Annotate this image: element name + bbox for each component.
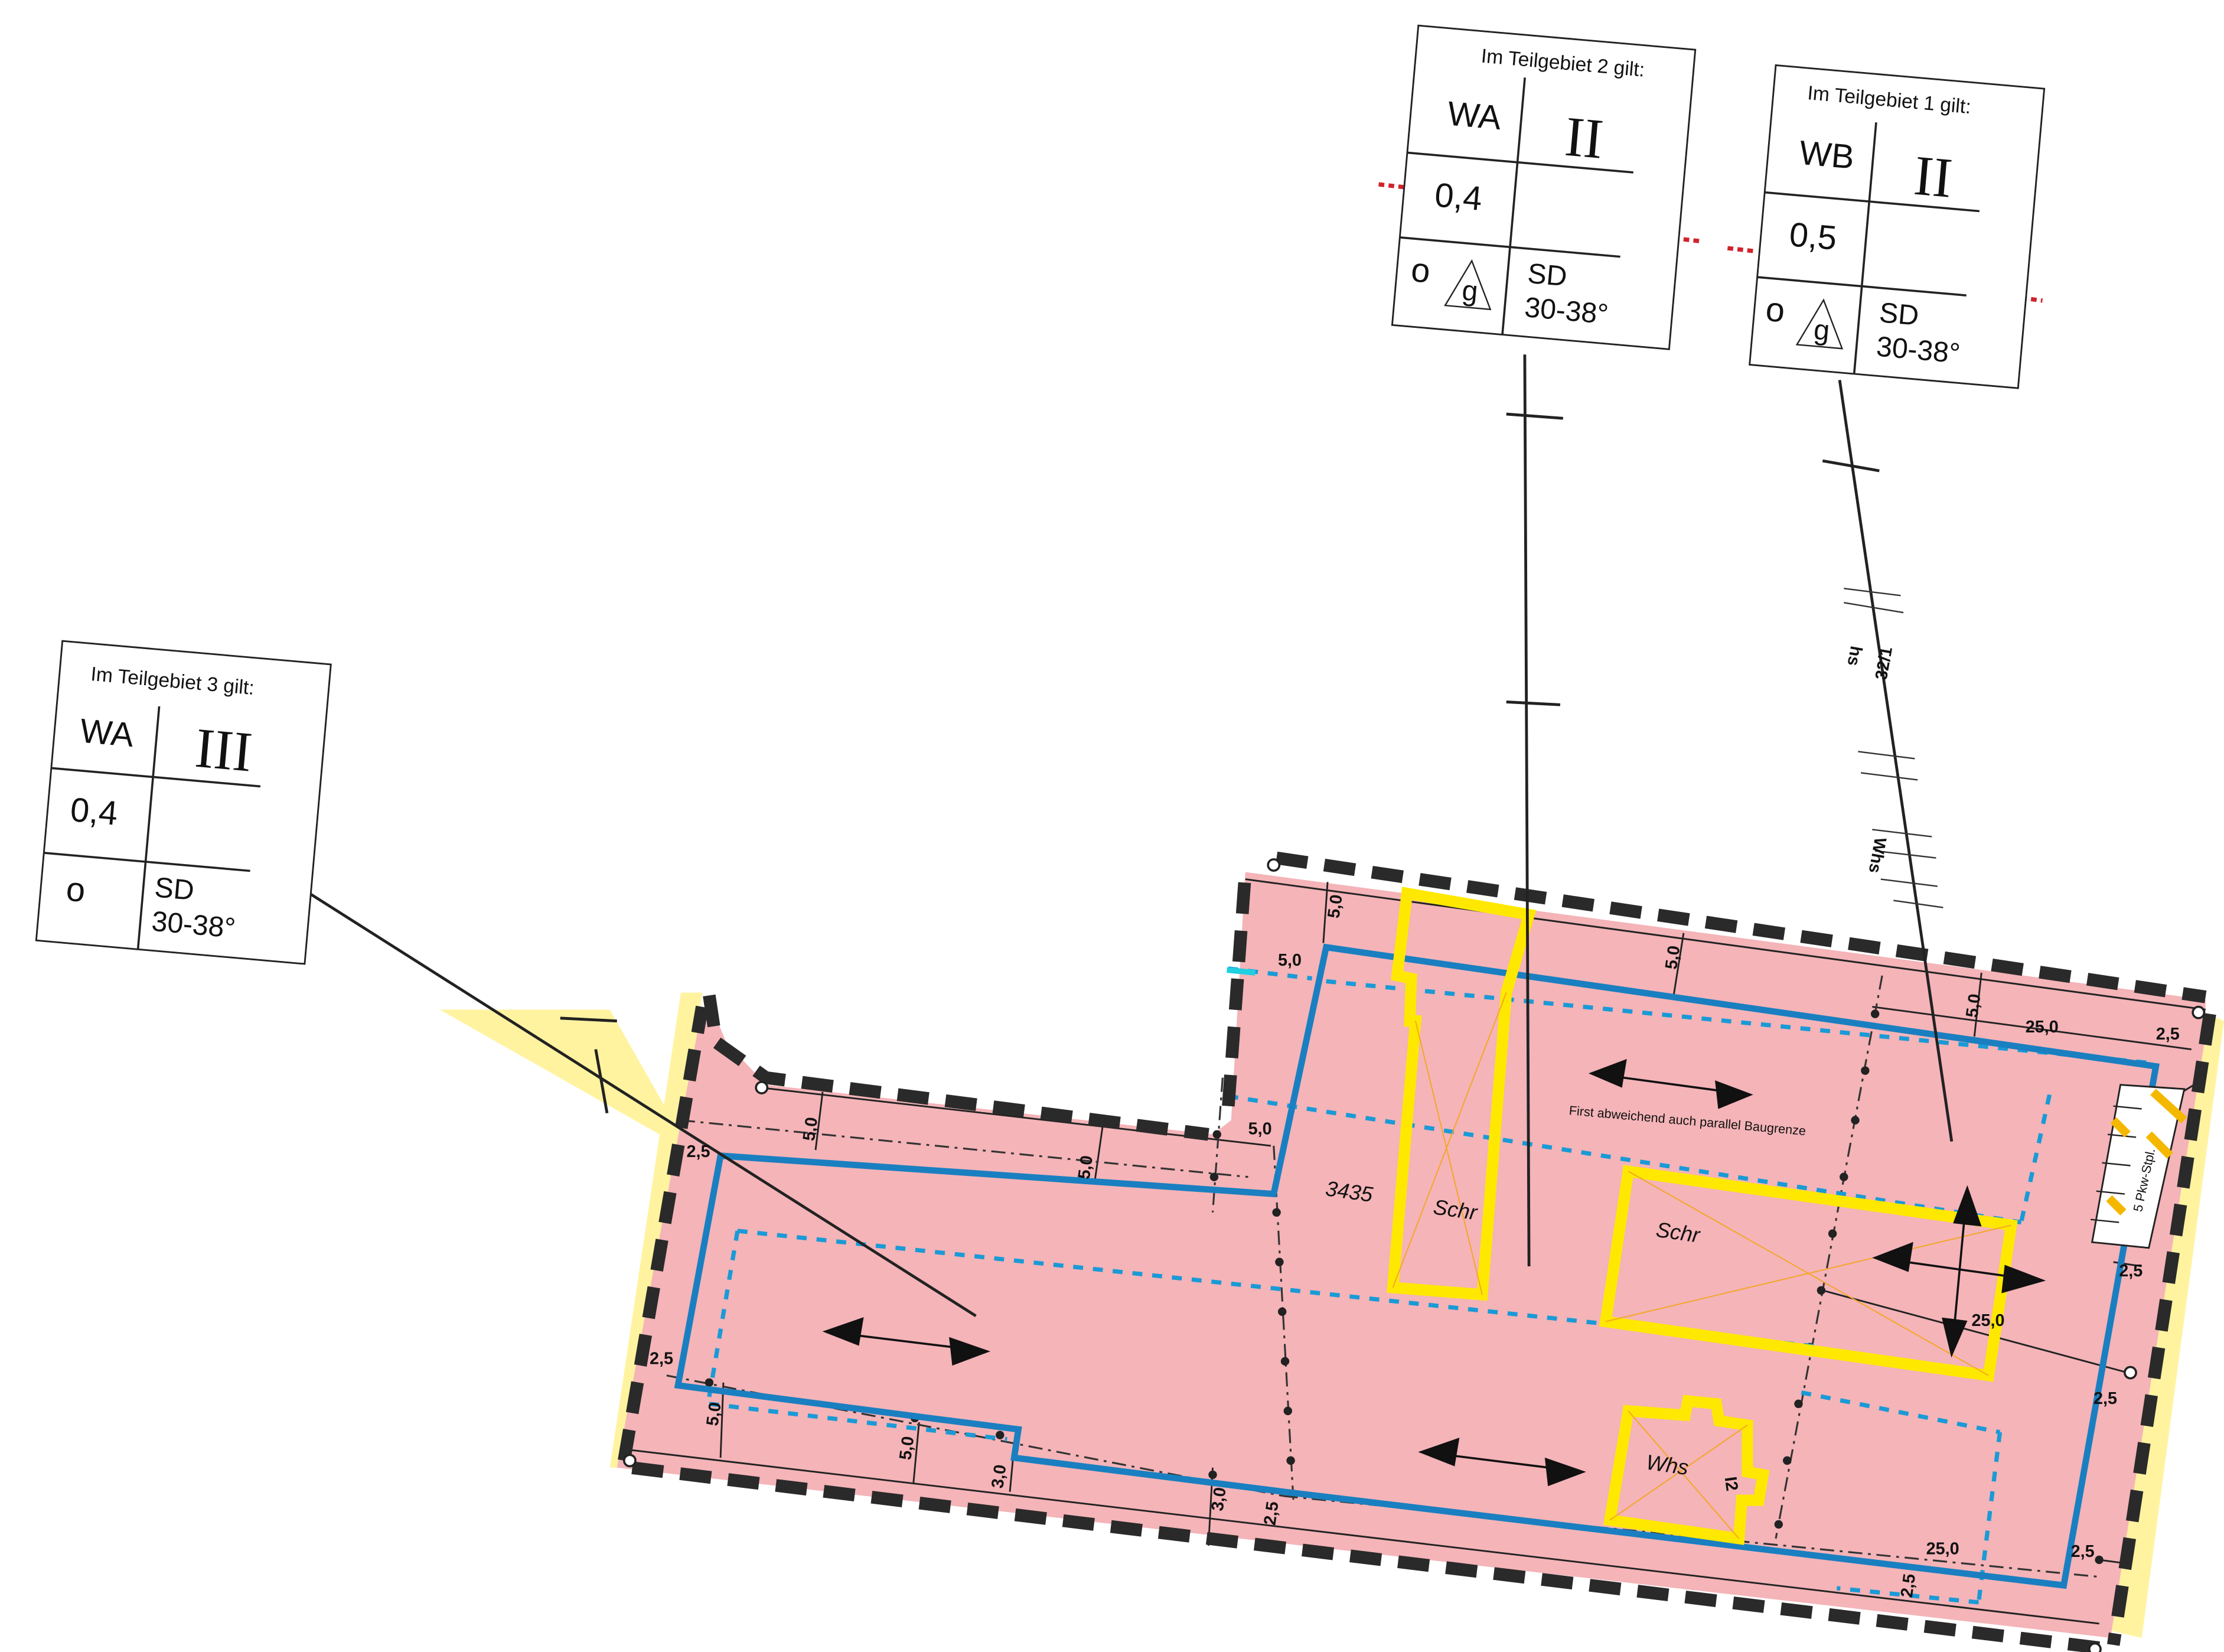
baugrenze (674, 943, 2160, 1589)
template-grz: 0,4 (1433, 176, 1483, 218)
label-schuppen-2: Schr (1655, 1217, 1703, 1247)
template-grz: 0,5 (1788, 216, 1838, 258)
neighbour-label-3: Whs (1865, 836, 1890, 874)
dim-label: 5,0 (1278, 951, 1302, 970)
template-dachneigung: 30-38° (151, 906, 237, 944)
template-dach: SD (1878, 297, 1920, 332)
label-schuppen-1: Schr (1432, 1194, 1480, 1224)
building-lines-dotted (707, 966, 2157, 1605)
template-art: WB (1798, 134, 1855, 177)
geltungsbereich (618, 851, 2216, 1652)
building-diagonals (1392, 992, 2011, 1539)
dim-label: 2,5 (1260, 1500, 1282, 1526)
dim-label: 2,5 (2119, 1262, 2143, 1280)
neighbour-label-2: hs (1844, 644, 1866, 667)
dim-label: 2,5 (650, 1350, 673, 1368)
dim-label: 5,0 (800, 1116, 821, 1142)
template-dachneigung: 30-38° (1875, 331, 1961, 370)
ridge-arrows (822, 1059, 2046, 1487)
dim-label: 5,0 (1075, 1154, 1097, 1180)
dim-label: 2,5 (2156, 1025, 2180, 1044)
template-art: WA (79, 712, 135, 755)
geltungsbereich-markers (622, 858, 2206, 1652)
template-dach: SD (1527, 258, 1568, 293)
template-grz: 0,4 (69, 791, 119, 833)
street-highlight-left (439, 1009, 681, 1135)
template-bauweise-zusatz: g (1812, 314, 1831, 347)
leader-lines (304, 354, 1954, 1318)
zoning-template-teilgebiet-1: Im Teilgebiet 1 gilt: WB II 0,5 o g SD 3… (1749, 64, 2046, 389)
template-bauweise: o (65, 870, 87, 910)
template-bauweise-zusatz: g (1461, 275, 1479, 308)
dim-label: 5,0 (703, 1401, 725, 1427)
dim-label: 25,0 (1926, 1539, 1959, 1558)
template-bauweise: o (1410, 251, 1432, 291)
dim-label: 5,0 (896, 1435, 918, 1461)
template-bauweise: o (1764, 291, 1786, 330)
dim-label: 3,0 (1208, 1486, 1230, 1512)
bestand-schuppen-1 (1387, 887, 1537, 1301)
dim-label: 3,0 (988, 1464, 1010, 1490)
neighbour-hatching (1844, 588, 1943, 908)
dim-label: 2,5 (2071, 1542, 2095, 1561)
baugrenze-cyan (1227, 967, 1256, 976)
triangle-icon (1795, 298, 1844, 350)
parking-area (2091, 1084, 2187, 1249)
dim-label: 25,0 (2026, 1018, 2059, 1037)
label-wohnhaus-geschosse: I2 (1721, 1475, 1742, 1492)
dim-label: 5,0 (1662, 944, 1684, 970)
triangle-icon (1444, 259, 1492, 311)
label-wohnhaus: Whs (1645, 1450, 1690, 1480)
template-dachneigung: 30-38° (1524, 292, 1610, 330)
dim-label: 2,5 (686, 1142, 710, 1161)
dim-label: 2,5 (1897, 1573, 1919, 1599)
dim-label: 2,5 (2093, 1389, 2117, 1408)
template-art: WA (1446, 95, 1503, 137)
template-dach: SD (154, 872, 195, 907)
neighbour-label-1: 32/1 (1872, 646, 1896, 682)
dim-label: 5,0 (1325, 894, 1346, 920)
zoning-template-teilgebiet-3: Im Teilgebiet 3 gilt: WA III 0,4 o SD 30… (35, 640, 332, 965)
template-vollgeschosse: II (1563, 105, 1606, 171)
dim-label: 5,0 (1962, 993, 1984, 1019)
template-vollgeschosse: III (193, 716, 255, 784)
dim-label: 25,0 (1971, 1311, 2004, 1330)
template-vollgeschosse: II (1912, 144, 1955, 210)
dim-label: 5,0 (1248, 1120, 1272, 1139)
zoning-template-teilgebiet-2: Im Teilgebiet 2 gilt: WA II 0,4 o g SD 3… (1391, 24, 1697, 350)
